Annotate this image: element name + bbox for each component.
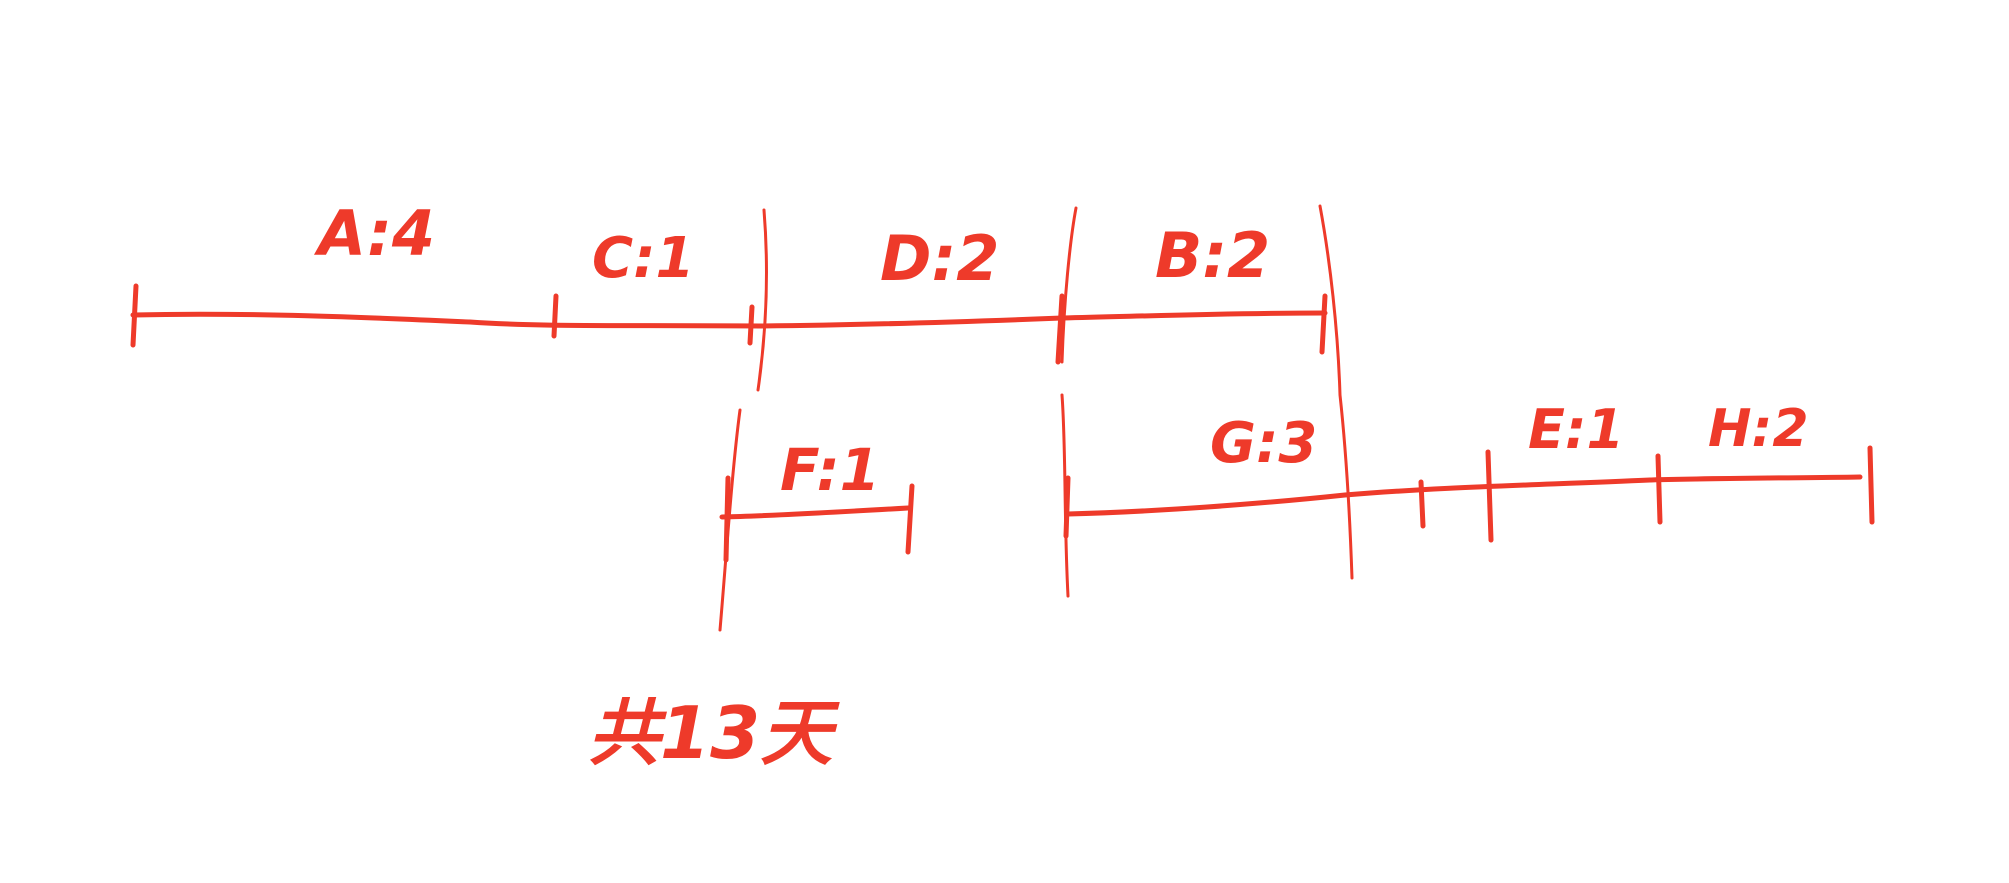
divider-2-lower (1060, 393, 1070, 598)
tick-upper-a-end (551, 293, 559, 339)
label-c: C:1 (592, 226, 694, 291)
label-a: A:4 (313, 197, 435, 270)
tick-upper-c-end (747, 304, 755, 346)
divider-3 (1318, 204, 1354, 580)
divider-1-lower (718, 408, 742, 632)
divider-2-upper (1060, 206, 1078, 364)
total-note: 共13天 (588, 691, 840, 775)
upper-timeline-line (130, 310, 1328, 329)
tick-lower-end (1867, 445, 1875, 525)
label-g: G:3 (1210, 411, 1317, 476)
label-f: F:1 (780, 436, 880, 504)
tick-f-end (905, 483, 915, 555)
label-h: H:2 (1708, 399, 1809, 459)
tick-upper-b-end (1319, 293, 1328, 355)
lower-geh-line (1065, 474, 1863, 517)
tick-upper-start (130, 283, 139, 348)
label-d: D:2 (880, 222, 999, 295)
label-b: B:2 (1155, 219, 1270, 292)
tick-lower-e-start (1485, 449, 1494, 543)
label-e: E:1 (1528, 398, 1624, 461)
lower-f-line (719, 505, 911, 520)
divider-1-upper (756, 208, 768, 392)
tick-lower-e-end (1655, 453, 1663, 525)
tick-upper-d-end (1055, 293, 1065, 365)
tick-lower-1 (1418, 479, 1426, 529)
